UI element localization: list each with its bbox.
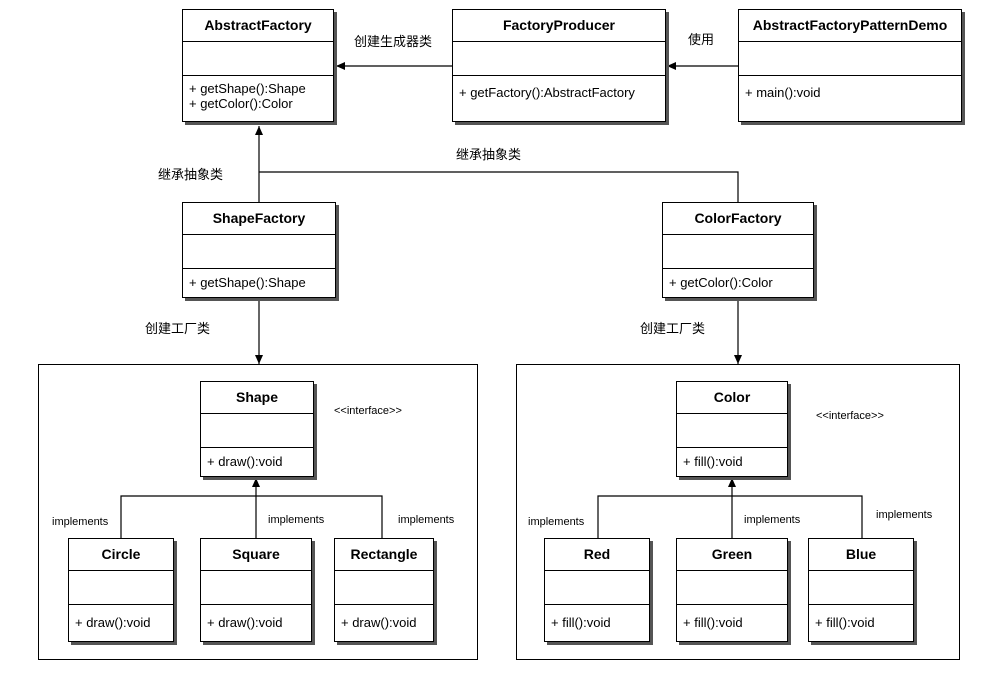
- method: + getColor():Color: [189, 96, 293, 111]
- circle-class[interactable]: Circle + draw():void: [68, 538, 174, 642]
- class-name: Square: [201, 539, 311, 571]
- class-name: Shape: [201, 382, 313, 414]
- class-methods: + draw():void: [201, 605, 311, 630]
- implements-red-label: implements: [528, 516, 585, 528]
- method: + fill():void: [815, 615, 875, 630]
- class-name: Rectangle: [335, 539, 433, 571]
- class-methods: + draw():void: [335, 605, 433, 630]
- class-methods: + getShape():Shape: [183, 269, 335, 290]
- class-methods: + main():void: [739, 76, 961, 100]
- class-attributes: [201, 414, 313, 448]
- class-name: Circle: [69, 539, 173, 571]
- use-label: 使用: [688, 32, 715, 47]
- class-name: FactoryProducer: [453, 10, 665, 42]
- shape-factory-class[interactable]: ShapeFactory + getShape():Shape: [182, 202, 336, 298]
- method: + draw():void: [207, 454, 283, 469]
- color-interface-class[interactable]: Color + fill():void: [676, 381, 788, 477]
- method: + fill():void: [683, 454, 743, 469]
- class-name: Red: [545, 539, 649, 571]
- class-methods: + fill():void: [545, 605, 649, 630]
- colorfactory-inherit-line: [259, 171, 739, 202]
- class-attributes: [183, 42, 333, 76]
- method: + fill():void: [683, 615, 743, 630]
- shape-package: [38, 364, 478, 660]
- class-attributes: [677, 414, 787, 448]
- inherit-right-label: 继承抽象类: [456, 147, 522, 162]
- class-name: AbstractFactory: [183, 10, 333, 42]
- class-name: Green: [677, 539, 787, 571]
- interface-stereotype-color: <<interface>>: [816, 410, 884, 422]
- factory-producer-class[interactable]: FactoryProducer + getFactory():AbstractF…: [452, 9, 666, 122]
- inherit-left-label: 继承抽象类: [158, 167, 224, 182]
- class-attributes: [69, 571, 173, 605]
- blue-class[interactable]: Blue + fill():void: [808, 538, 914, 642]
- class-attributes: [663, 235, 813, 269]
- method: + draw():void: [341, 615, 417, 630]
- create-producer-label: 创建生成器类: [354, 34, 433, 49]
- class-methods: + getShape():Shape + getColor():Color: [183, 76, 333, 111]
- class-attributes: [545, 571, 649, 605]
- color-package: [516, 364, 960, 660]
- class-attributes: [183, 235, 335, 269]
- method: + getShape():Shape: [189, 81, 306, 96]
- class-attributes: [453, 42, 665, 76]
- implements-circle-label: implements: [52, 516, 109, 528]
- class-name: Color: [677, 382, 787, 414]
- method: + getColor():Color: [669, 275, 773, 290]
- implements-blue-label: implements: [876, 509, 933, 521]
- class-attributes: [739, 42, 961, 76]
- square-class[interactable]: Square + draw():void: [200, 538, 312, 642]
- method: + draw():void: [207, 615, 283, 630]
- color-implements-left: [597, 495, 863, 538]
- shape-interface-class[interactable]: Shape + draw():void: [200, 381, 314, 477]
- interface-stereotype-shape: <<interface>>: [334, 405, 402, 417]
- class-methods: + fill():void: [677, 448, 787, 469]
- class-name: ColorFactory: [663, 203, 813, 235]
- implements-green-label: implements: [744, 514, 801, 526]
- color-factory-class[interactable]: ColorFactory + getColor():Color: [662, 202, 814, 298]
- red-class[interactable]: Red + fill():void: [544, 538, 650, 642]
- class-attributes: [201, 571, 311, 605]
- class-name: ShapeFactory: [183, 203, 335, 235]
- rectangle-class[interactable]: Rectangle + draw():void: [334, 538, 434, 642]
- class-methods: + getColor():Color: [663, 269, 813, 290]
- method: + draw():void: [75, 615, 151, 630]
- method: + fill():void: [551, 615, 611, 630]
- class-methods: + getFactory():AbstractFactory: [453, 76, 665, 100]
- green-class[interactable]: Green + fill():void: [676, 538, 788, 642]
- method: + main():void: [745, 85, 821, 100]
- demo-class[interactable]: AbstractFactoryPatternDemo + main():void: [738, 9, 962, 122]
- class-attributes: [677, 571, 787, 605]
- class-name: AbstractFactoryPatternDemo: [739, 10, 961, 42]
- create-factory-right-label: 创建工厂类: [640, 321, 706, 336]
- abstract-factory-class[interactable]: AbstractFactory + getShape():Shape + get…: [182, 9, 334, 122]
- method: + getShape():Shape: [189, 275, 306, 290]
- class-name: Blue: [809, 539, 913, 571]
- method: + getFactory():AbstractFactory: [459, 85, 635, 100]
- implements-rectangle-label: implements: [398, 514, 455, 526]
- class-methods: + fill():void: [677, 605, 787, 630]
- implements-square-label: implements: [268, 514, 325, 526]
- shape-implements-left: [120, 495, 383, 538]
- class-methods: + fill():void: [809, 605, 913, 630]
- create-factory-left-label: 创建工厂类: [145, 321, 211, 336]
- class-methods: + draw():void: [69, 605, 173, 630]
- class-methods: + draw():void: [201, 448, 313, 469]
- class-attributes: [809, 571, 913, 605]
- class-attributes: [335, 571, 433, 605]
